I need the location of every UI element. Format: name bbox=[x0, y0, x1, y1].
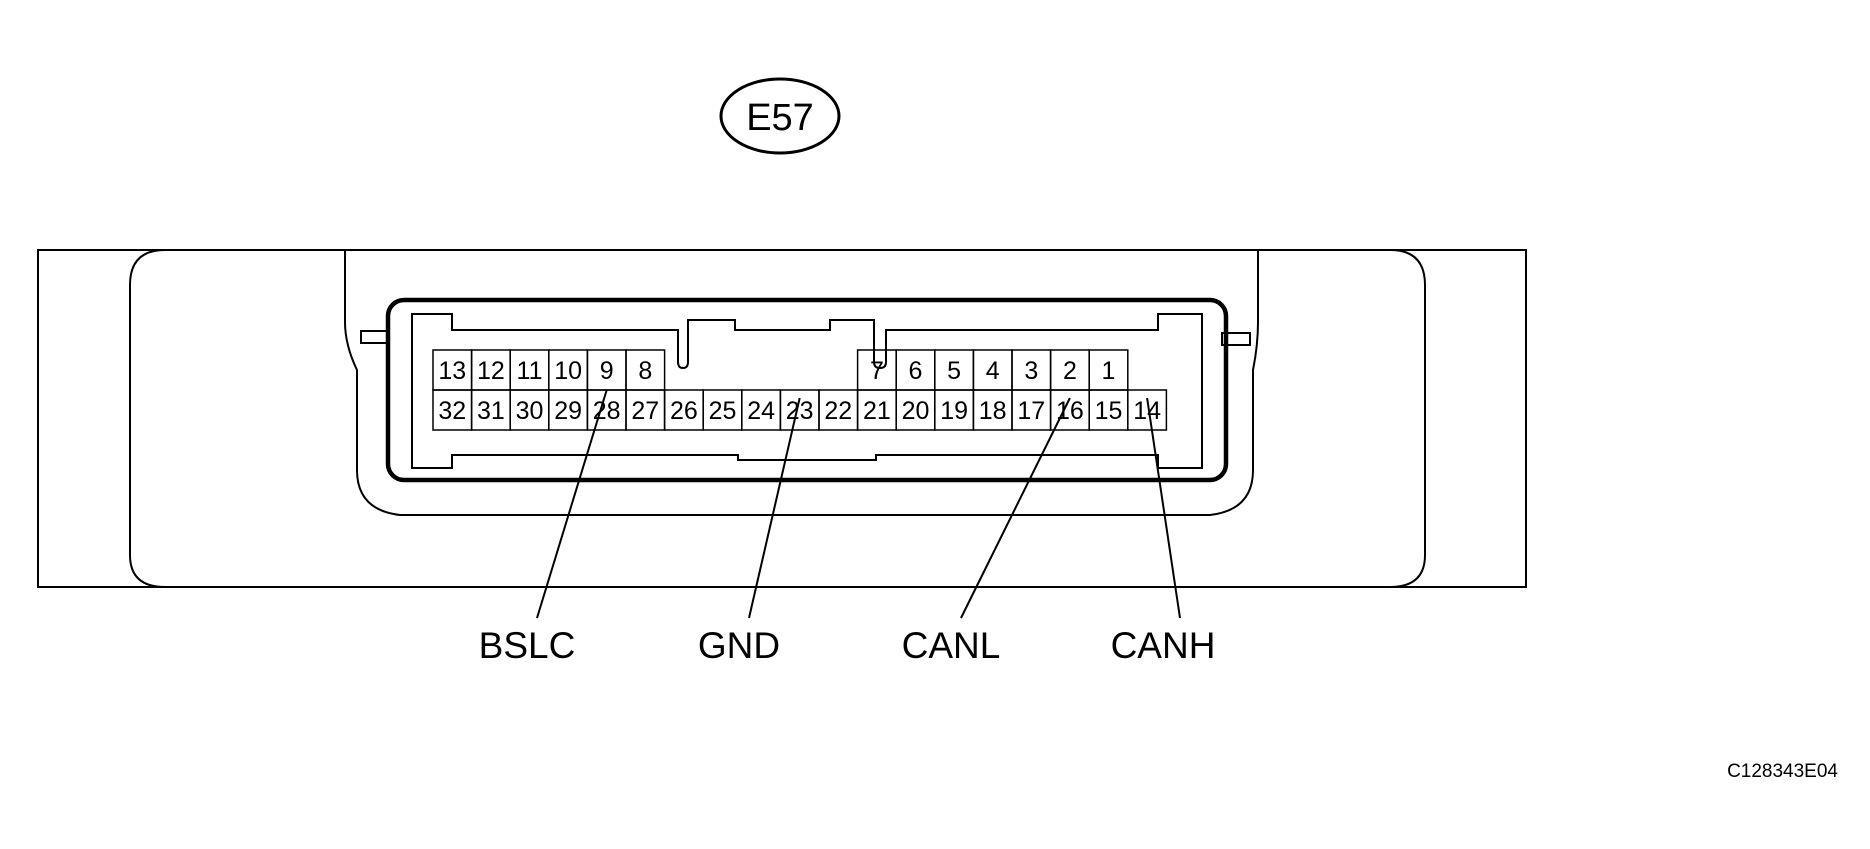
leader-line-canh bbox=[1146, 397, 1181, 619]
pin-18: 18 bbox=[979, 397, 1007, 425]
pin-cell-14 bbox=[1127, 389, 1168, 431]
connector-face bbox=[385, 297, 1229, 483]
pin-32: 32 bbox=[438, 397, 466, 425]
pin-26: 26 bbox=[670, 397, 698, 425]
pin-10: 10 bbox=[554, 357, 582, 385]
pin-3: 3 bbox=[1024, 357, 1038, 385]
pin-8: 8 bbox=[638, 357, 652, 385]
pin-2: 2 bbox=[1063, 357, 1077, 385]
figure-code: C128343E04 bbox=[1727, 761, 1838, 782]
pin-1: 1 bbox=[1102, 357, 1116, 385]
pin-12: 12 bbox=[477, 357, 505, 385]
pin-25: 25 bbox=[709, 397, 737, 425]
leader-line-canl bbox=[960, 397, 1071, 619]
pin-6: 6 bbox=[909, 357, 923, 385]
pin-16: 16 bbox=[1056, 397, 1084, 425]
signal-leader-lines bbox=[536, 389, 1181, 619]
connector-id-badge: E57 bbox=[719, 77, 841, 155]
pin-19: 19 bbox=[940, 397, 968, 425]
pin-31: 31 bbox=[477, 397, 505, 425]
pin-27: 27 bbox=[631, 397, 659, 425]
pin-4: 4 bbox=[986, 357, 1000, 385]
signal-labels: BSLC GND CANL CANH bbox=[479, 625, 1216, 666]
pin-13: 13 bbox=[438, 357, 466, 385]
signal-label-canl: CANL bbox=[902, 625, 1001, 666]
signal-label-bslc: BSLC bbox=[479, 625, 576, 666]
pin-21: 21 bbox=[863, 397, 891, 425]
leader-line-gnd bbox=[748, 397, 801, 619]
pin-7: 7 bbox=[870, 357, 884, 385]
pin-20: 20 bbox=[902, 397, 930, 425]
pin-15: 15 bbox=[1095, 397, 1123, 425]
pin-11: 11 bbox=[517, 357, 543, 385]
pin-9: 9 bbox=[600, 357, 614, 385]
signal-label-gnd: GND bbox=[698, 625, 780, 666]
pin-30: 30 bbox=[516, 397, 544, 425]
connector-id: E57 bbox=[746, 97, 814, 139]
signal-label-canh: CANH bbox=[1111, 625, 1216, 666]
leader-line-bslc bbox=[536, 389, 608, 619]
pin-22: 22 bbox=[824, 397, 852, 425]
pin-24: 24 bbox=[747, 397, 775, 425]
pin-5: 5 bbox=[947, 357, 961, 385]
pin-17: 17 bbox=[1017, 397, 1045, 425]
pin-29: 29 bbox=[554, 397, 582, 425]
